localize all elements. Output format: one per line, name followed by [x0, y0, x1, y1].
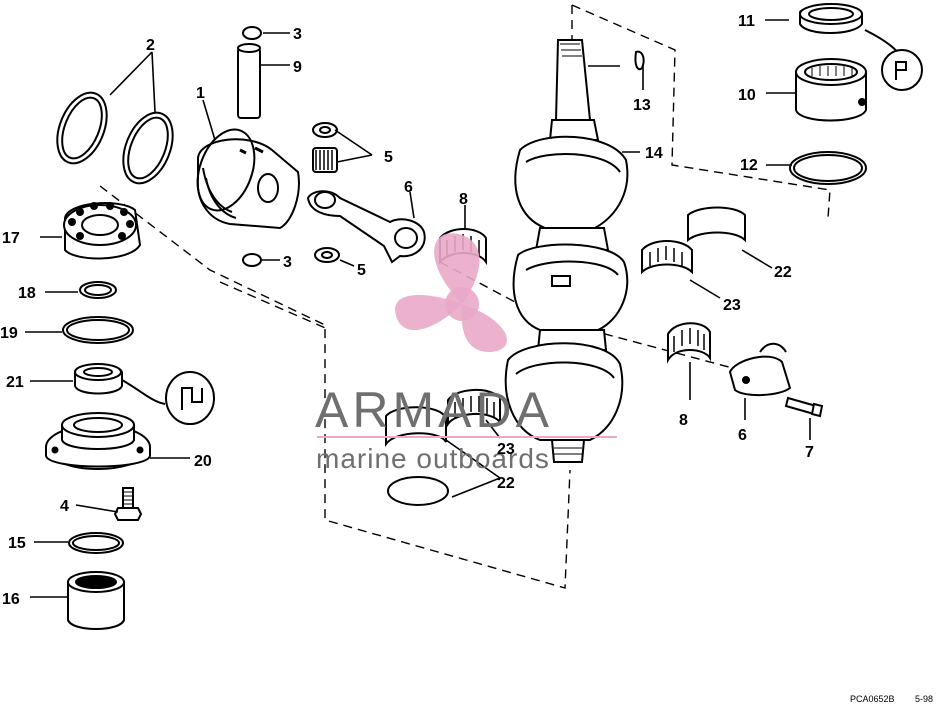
label-part-8-upper: 8	[459, 191, 468, 208]
label-part-6-rod: 6	[404, 179, 413, 196]
drawing-reference: PCA0652B 5-98	[850, 694, 933, 704]
label-part-21: 21	[6, 374, 24, 391]
label-part-9: 9	[293, 59, 302, 76]
wrist-pin	[237, 43, 261, 119]
rod-cap-and-bolt	[728, 342, 824, 418]
watermark-tagline: marine outboards	[316, 443, 550, 474]
part-number-labels: 1 2 3 3 4 5 5 6 6 7 8 8 9 10 11 12 13 14…	[0, 13, 814, 608]
armada-watermark: ARMADA marine outboards	[315, 233, 617, 474]
label-part-22-right: 22	[774, 264, 792, 281]
label-part-23-left: 23	[497, 441, 515, 458]
oil-seal	[74, 363, 123, 395]
small-seal-rings	[62, 281, 134, 344]
connecting-rod	[306, 190, 426, 264]
watermark-brand: ARMADA	[315, 382, 553, 438]
label-part-4: 4	[60, 498, 69, 515]
crankshaft	[504, 39, 629, 463]
label-part-20: 20	[194, 453, 212, 470]
label-part-10: 10	[738, 87, 756, 104]
top-bearing-set	[789, 3, 867, 185]
label-part-14: 14	[645, 145, 663, 162]
label-part-1: 1	[196, 85, 205, 102]
label-part-5-bottom: 5	[357, 262, 366, 279]
woodruff-key	[634, 50, 645, 71]
piston	[196, 128, 300, 230]
label-part-3-bottom: 3	[283, 254, 292, 271]
rod-washers-bearing	[312, 122, 340, 263]
label-part-13: 13	[633, 97, 651, 114]
leader-lines	[25, 19, 811, 598]
drawing-code: PCA0652B	[850, 694, 895, 704]
label-part-7: 7	[805, 444, 814, 461]
label-part-23-right: 23	[723, 297, 741, 314]
label-part-18: 18	[18, 285, 36, 302]
label-part-12: 12	[740, 157, 758, 174]
label-part-17: 17	[2, 230, 20, 247]
label-part-15: 15	[8, 535, 26, 552]
label-part-5-top: 5	[384, 149, 393, 166]
label-part-3-top: 3	[293, 26, 302, 43]
label-part-19: 19	[0, 325, 18, 342]
detail-callout-top	[864, 29, 923, 91]
label-part-16: 16	[2, 591, 20, 608]
propeller-logo-icon	[395, 233, 507, 352]
piston-rings	[56, 91, 174, 185]
label-part-2: 2	[146, 37, 155, 54]
pin-retainers	[242, 26, 262, 267]
label-part-8-right: 8	[679, 412, 688, 429]
label-part-6-cap: 6	[738, 427, 747, 444]
watermark-divider	[317, 436, 617, 438]
ball-bearing	[63, 202, 142, 260]
drawing-date: 5-98	[915, 694, 933, 704]
housing-screw	[113, 487, 143, 521]
lower-ring-sleeve	[67, 532, 125, 630]
detail-callout-seal	[121, 371, 215, 425]
bearing-housing	[45, 412, 151, 470]
label-part-11: 11	[738, 13, 755, 30]
label-part-22-left: 22	[497, 475, 515, 492]
